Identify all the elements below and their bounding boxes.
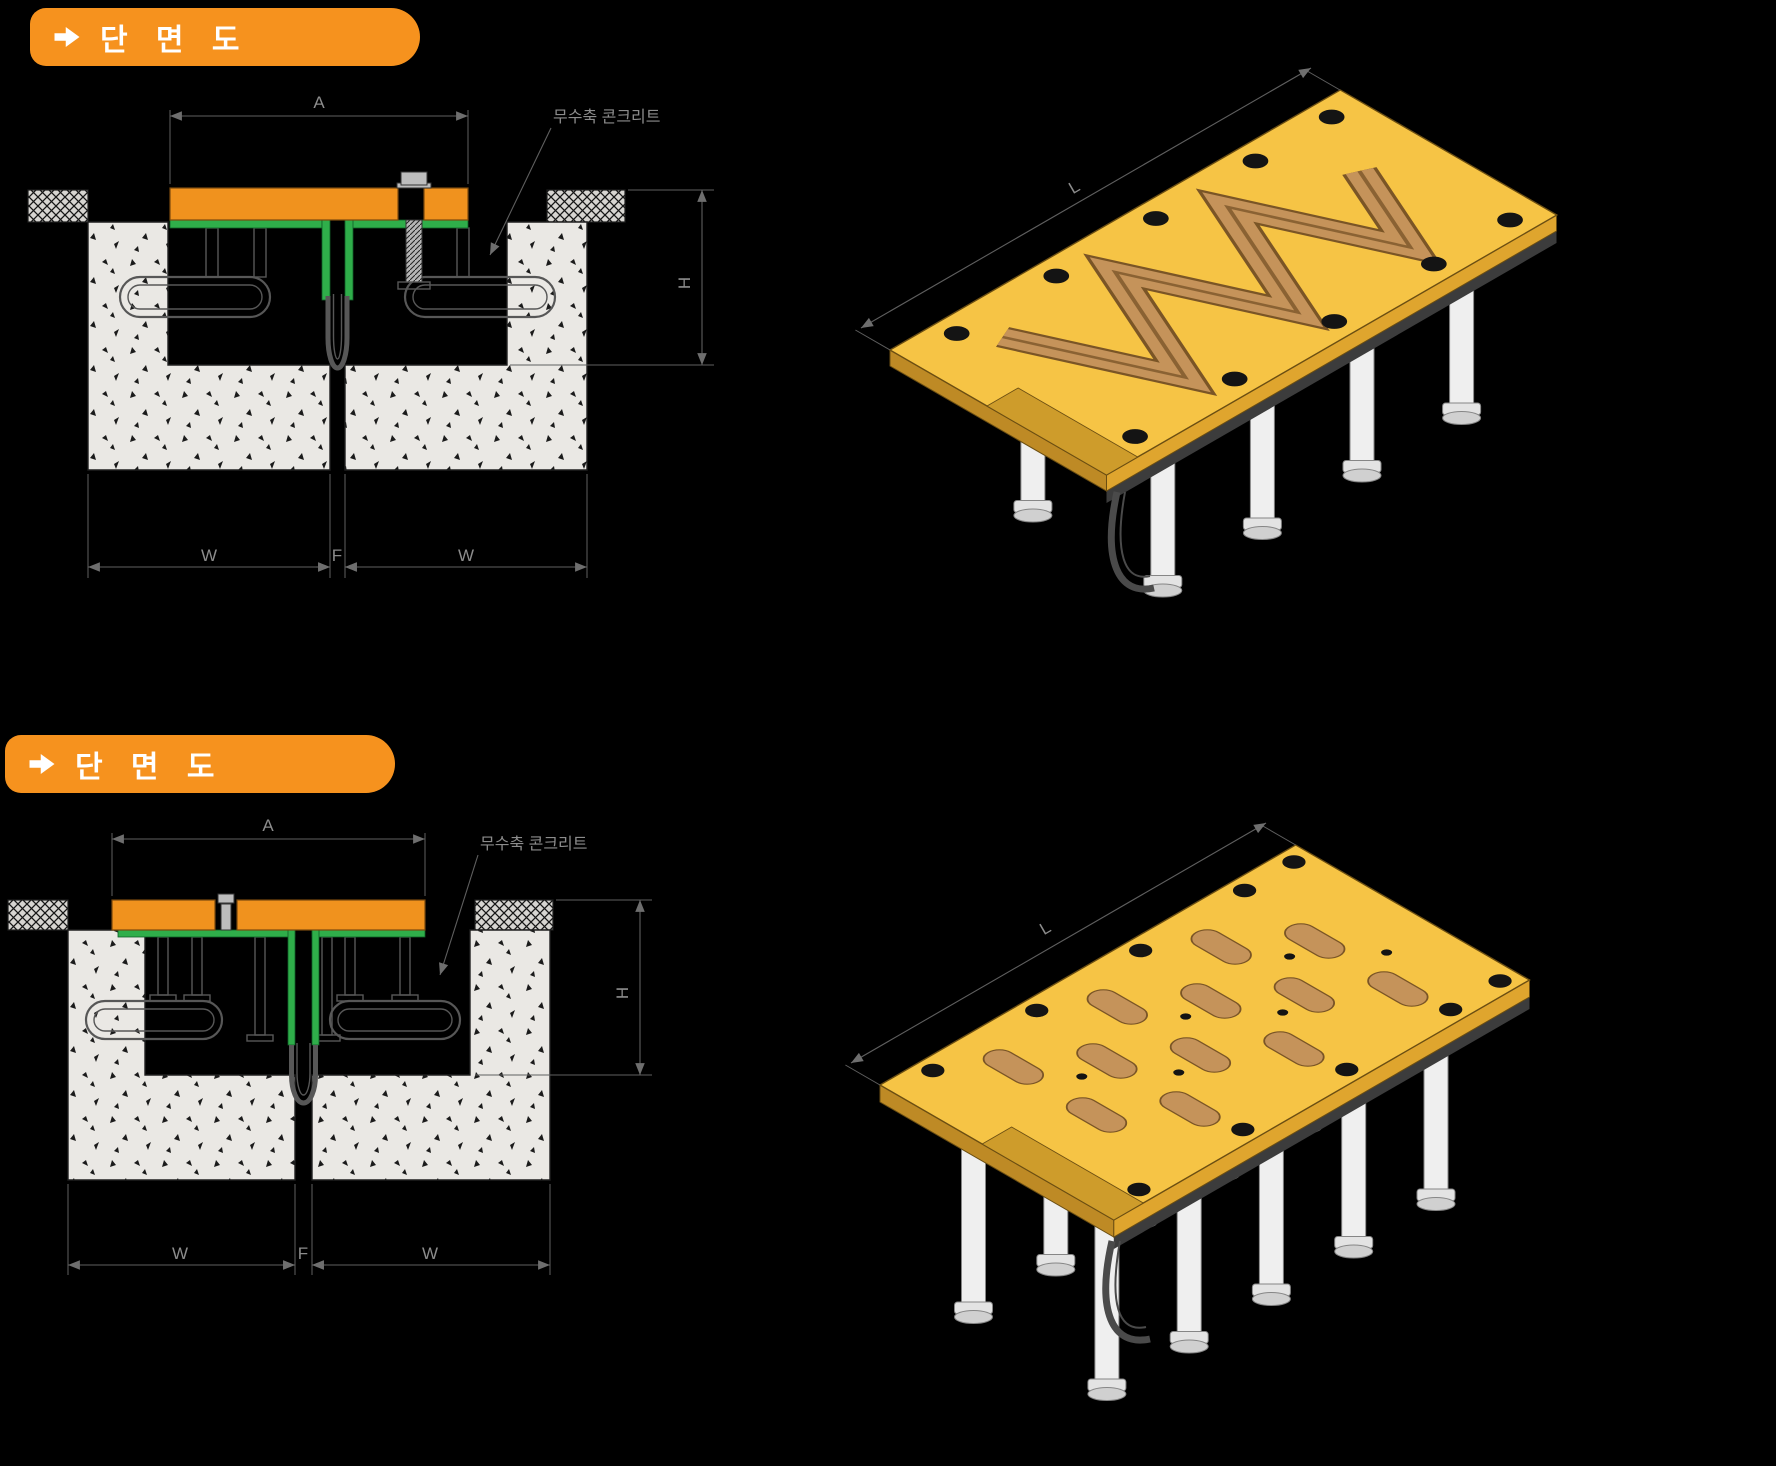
dimension-h: H [510,189,714,366]
end-notch [981,1126,1145,1221]
seal-rail [1106,231,1557,593]
dimensions-bottom: W F W [87,474,588,578]
banner-title: 단 면 도 [100,24,250,57]
joint-assembly [169,171,469,301]
concrete-block-left [87,221,331,471]
dimension-h: H [475,899,652,1076]
anchor-loops-left [84,936,274,1042]
concrete-block-right [344,221,588,471]
plate-side-faces [889,214,1557,492]
joint-assembly [111,893,426,1046]
dimension-l: L [845,822,1296,1086]
dim-label-l: L [1036,918,1054,939]
dim-label-h: H [613,987,632,999]
cross-section-drawing: A 무수축 콘크리트 H W F W [27,93,714,578]
dimension-a: A [169,93,469,184]
dim-label-a: A [313,93,325,112]
plate-connector [220,903,232,931]
cross-section-drawing: A 무수축 콘크리트 H W F W [7,816,652,1275]
dim-label-a: A [262,816,274,835]
dim-label-w-left: W [172,1244,188,1263]
dim-label-l: L [1065,177,1083,198]
concrete-block-left [67,929,296,1181]
dim-label-w-left: W [201,546,217,565]
dim-label-w-right: W [458,546,474,565]
end-notch [986,387,1139,476]
asphalt-left [7,899,69,931]
bolt-head [217,893,235,904]
dim-label-h: H [675,277,694,289]
asphalt-left [27,189,89,223]
rail-hook [1102,1240,1151,1344]
rail-hook [1107,491,1155,593]
section-top: 단 면 도 [27,8,1559,598]
isometric-joint-drawing: L [845,822,1531,1401]
annotation-label: 무수축 콘크리트 [480,835,588,853]
bolt-head [400,171,428,186]
banner-title: 단 면 도 [75,751,225,784]
section-title-banner: 단 면 도 [5,735,395,793]
arrow-icon [54,27,80,47]
asphalt-right [546,189,626,223]
section-bottom: 단 면 도 [0,733,1776,1466]
rubber-seal [289,1043,318,1106]
dimension-a: A [111,816,426,896]
dim-label-f: F [298,1244,308,1263]
dim-label-f: F [332,546,342,565]
asphalt-right [474,899,554,931]
annotation-leader: 무수축 콘크리트 [489,108,661,256]
dimensions-bottom: W F W [67,1184,551,1275]
bolt-foot-plate [397,281,431,290]
bolt-shaft [405,219,423,283]
isometric-joint-drawing: L [855,67,1559,598]
arrow-icon [29,754,55,774]
seal-rail [1102,997,1530,1344]
section-title-banner: 단 면 도 [30,8,420,66]
concrete-block-right [311,929,551,1181]
rubber-seal [325,294,350,371]
anchor-loops-right [313,936,462,1042]
dim-label-w-right: W [422,1244,438,1263]
annotation-label: 무수축 콘크리트 [553,108,661,126]
annotation-leader: 무수축 콘크리트 [439,835,588,976]
anchor-loops-left [118,227,272,319]
